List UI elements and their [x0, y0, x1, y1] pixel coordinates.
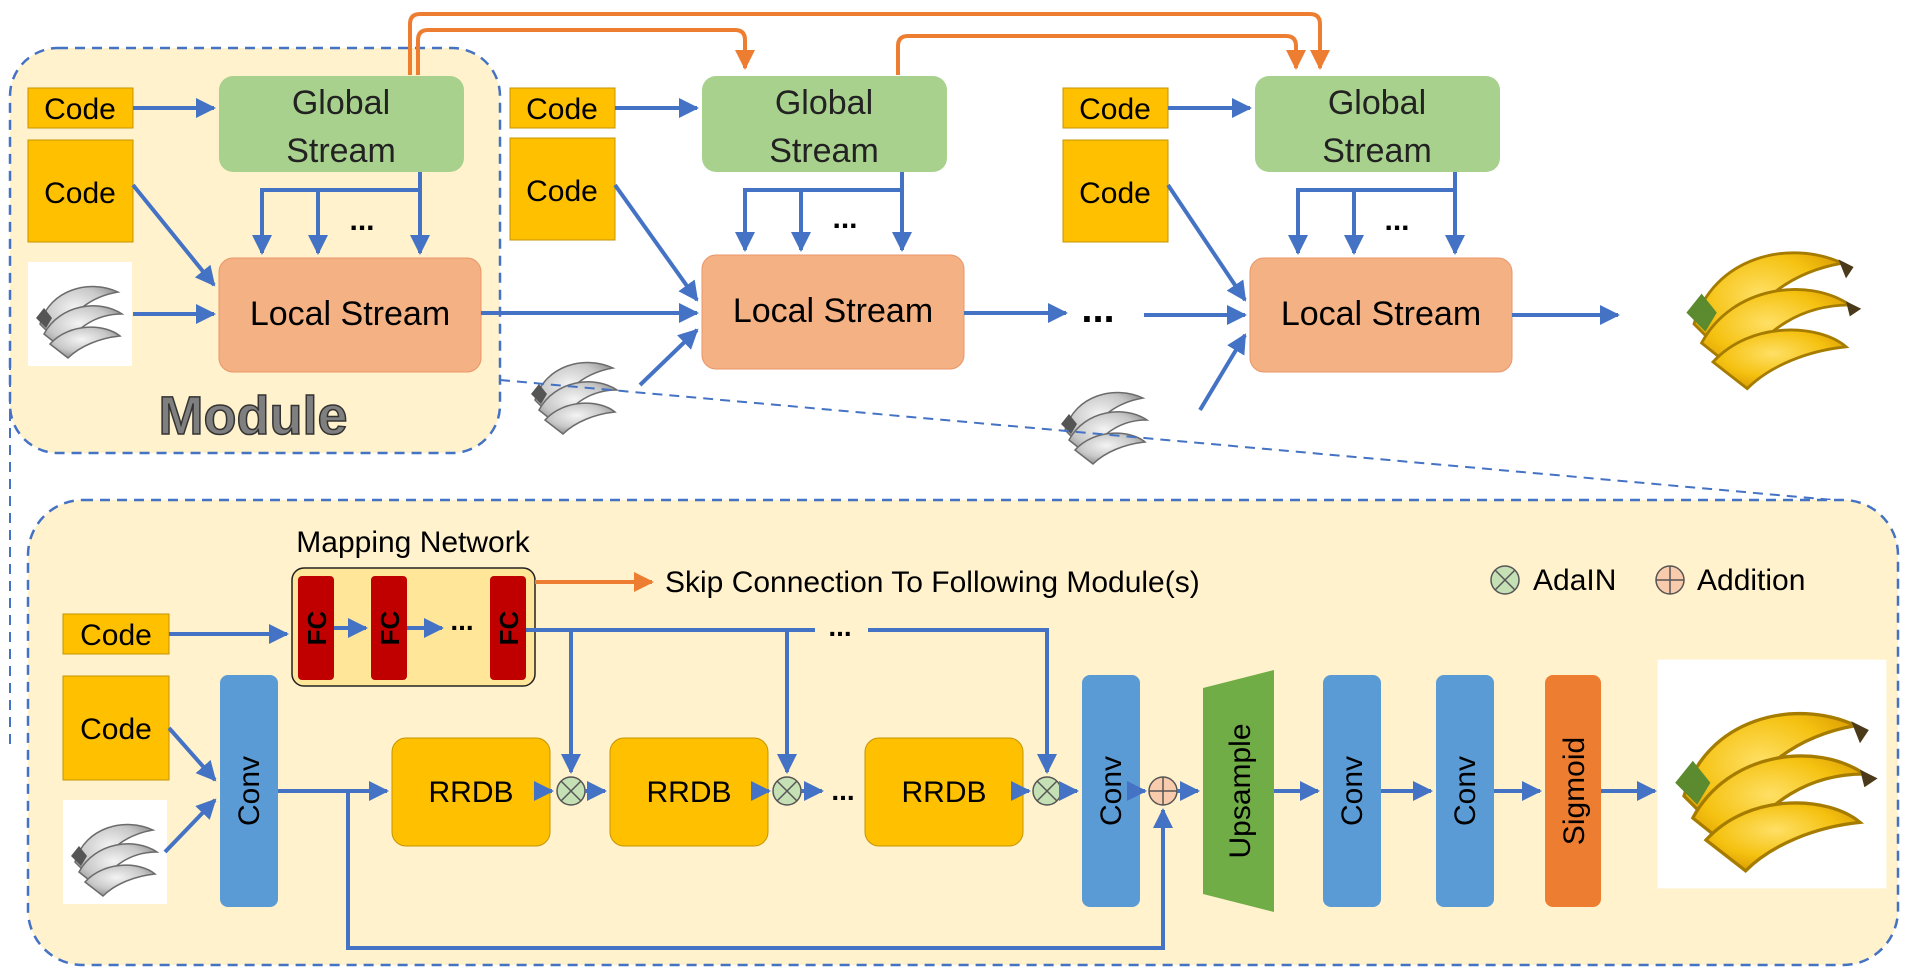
- top-flow-arrows: [131, 98, 1620, 412]
- conv-label: Conv: [233, 756, 266, 826]
- module-label: Module: [159, 386, 348, 446]
- fc-layer: [371, 576, 407, 680]
- mapping-network-title: Mapping Network: [296, 526, 530, 559]
- code-box: [1062, 139, 1169, 243]
- local-stream-label: Local Stream: [250, 295, 450, 333]
- code-label: Code: [44, 93, 116, 126]
- ellipsis: ...: [832, 202, 857, 235]
- local-stream-label: Local Stream: [733, 292, 933, 330]
- module-2: Code Code Global Stream Local Stream ...: [509, 76, 965, 443]
- code-label: Code: [1079, 177, 1151, 210]
- ellipsis: ...: [828, 611, 851, 642]
- rrdb-label: RRDB: [646, 776, 731, 809]
- detail-flow-arrows: [163, 618, 1657, 950]
- fc-label: FC: [494, 610, 524, 645]
- global-stream-label: Global: [775, 84, 873, 122]
- fc-layer: [490, 576, 526, 680]
- upsample-label: Upsample: [1224, 723, 1257, 858]
- global-stream-label: Stream: [769, 132, 879, 170]
- fc-label: FC: [302, 610, 332, 645]
- module-3: Code Code Global Stream Local Stream ...: [1052, 76, 1513, 473]
- global-stream-box: [219, 76, 464, 172]
- ellipsis: ...: [831, 775, 854, 806]
- conv-layer: [1323, 675, 1381, 907]
- fc-layer: [298, 576, 334, 680]
- ellipsis: ...: [1384, 204, 1409, 237]
- skip-connection-label: Skip Connection To Following Module(s): [665, 566, 1200, 599]
- addition-node: [1148, 776, 1178, 806]
- adain-node: [772, 776, 802, 806]
- code-label: Code: [44, 177, 116, 210]
- rrdb-label: RRDB: [428, 776, 513, 809]
- ellipsis: ...: [450, 605, 473, 636]
- output-banana-image: [1669, 204, 1871, 406]
- legend-addition-label: Addition: [1697, 564, 1805, 597]
- code-box: [509, 137, 616, 241]
- global-stream-box: [1255, 76, 1500, 172]
- conv-label: Conv: [1449, 756, 1482, 826]
- global-stream-label: Global: [1328, 84, 1426, 122]
- fc-layers: FC FC FC ...: [298, 576, 526, 680]
- code-label: Code: [80, 619, 152, 652]
- global-stream-label: Global: [292, 84, 390, 122]
- sigmoid-label: Sigmoid: [1558, 737, 1591, 845]
- adain-node: [556, 776, 586, 806]
- global-stream-label: Stream: [1322, 132, 1432, 170]
- input-banana-image: [1052, 367, 1158, 473]
- legend-adain-label: AdaIN: [1533, 564, 1616, 597]
- conv-layer: [1082, 675, 1140, 907]
- conv-label: Conv: [1095, 756, 1128, 826]
- rrdb-label: RRDB: [901, 776, 986, 809]
- upsample-layer: [1203, 670, 1274, 912]
- output-banana-image: [1655, 657, 1889, 891]
- local-stream-label: Local Stream: [1281, 295, 1481, 333]
- input-banana-image: [27, 261, 133, 367]
- skip-connection-arrows: [408, 12, 1330, 75]
- code-box: [62, 613, 170, 655]
- code-box: [27, 139, 134, 243]
- ellipsis: ...: [349, 204, 374, 237]
- addition-icon: [1655, 565, 1685, 595]
- between-modules-ellipsis: ...: [1081, 287, 1114, 331]
- code-label: Code: [1079, 93, 1151, 126]
- zoom-lines: [9, 360, 1856, 745]
- global-stream-box: [702, 76, 947, 172]
- code-label: Code: [526, 175, 598, 208]
- adain-icon: [1490, 565, 1520, 595]
- code-box: [27, 87, 134, 129]
- global-stream-label: Stream: [286, 132, 396, 170]
- input-banana-image: [62, 799, 168, 905]
- sigmoid-layer: [1545, 675, 1601, 907]
- code-label: Code: [80, 713, 152, 746]
- code-box: [509, 87, 616, 129]
- code-box: [62, 675, 170, 781]
- conv-layer: [220, 675, 278, 907]
- legend: AdaIN Addition: [1490, 564, 1805, 597]
- fc-label: FC: [375, 610, 405, 645]
- conv-label: Conv: [1336, 756, 1369, 826]
- adain-node: [1032, 776, 1062, 806]
- module-1: Code Code Global Stream Local Stream ...…: [27, 76, 482, 447]
- conv-layer: [1436, 675, 1494, 907]
- code-label: Code: [526, 93, 598, 126]
